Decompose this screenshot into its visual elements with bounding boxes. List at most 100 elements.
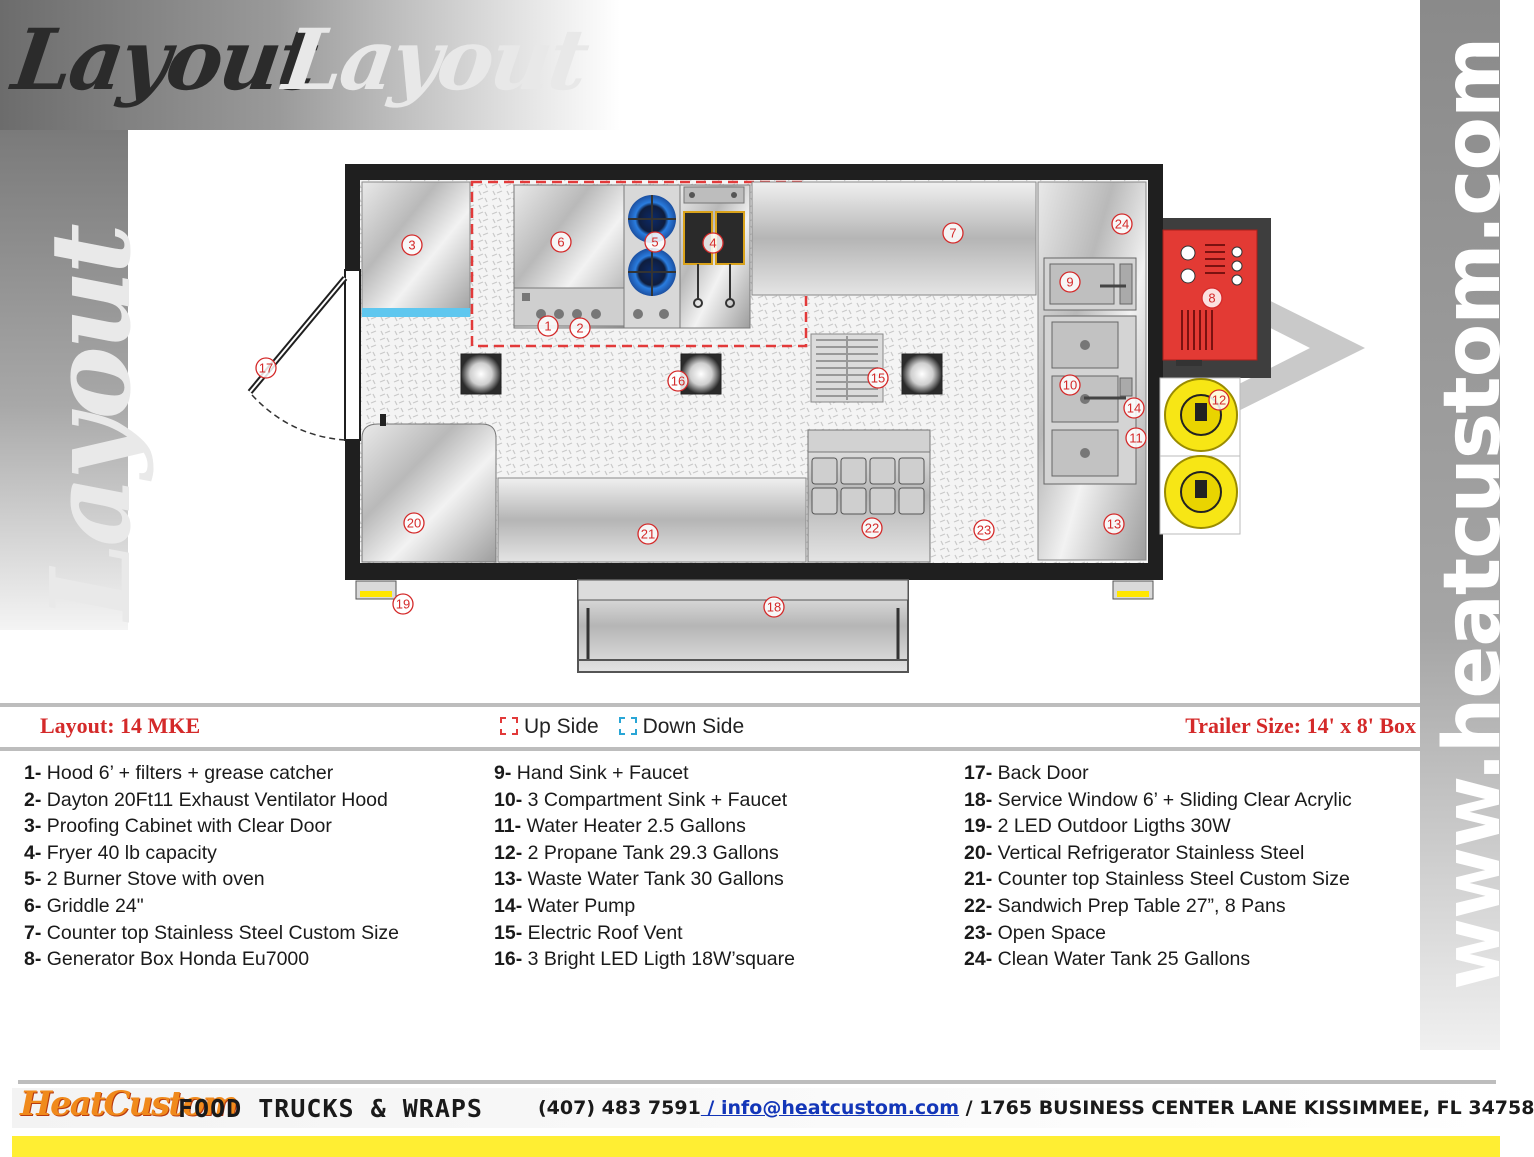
- proofing-cabinet-door: [362, 308, 470, 317]
- list-item: 7- Counter top Stainless Steel Custom Si…: [24, 921, 400, 944]
- counter-top-lower: [497, 477, 807, 563]
- list-item: 4- Fryer 40 lb capacity: [24, 841, 217, 864]
- up-side-swatch: [500, 717, 518, 735]
- footer-divider: [18, 1080, 1496, 1084]
- callout-18: 18: [763, 596, 785, 618]
- sandwich-prep-table: [807, 429, 931, 563]
- phone-number: (407) 483 7591: [538, 1097, 701, 1119]
- list-item: 14- Water Pump: [494, 894, 636, 917]
- layout-name: Layout: 14 MKE: [40, 713, 201, 738]
- led-light-2: [680, 353, 722, 395]
- list-item: 9- Hand Sink + Faucet: [494, 762, 689, 784]
- callout-22: 22: [861, 517, 883, 539]
- website-vertical: www.heatcustom.com: [1428, 37, 1518, 990]
- svg-text:1: 1: [544, 319, 551, 334]
- right-band: [1420, 0, 1500, 1050]
- down-side-swatch: [618, 717, 637, 735]
- list-item: 15- Electric Roof Vent: [494, 921, 683, 944]
- led-light-3: [901, 353, 943, 395]
- svg-text:9: 9: [1066, 275, 1073, 290]
- svg-text:7: 7: [949, 226, 956, 241]
- svg-text:23: 23: [977, 523, 991, 538]
- callout-11: 11: [1125, 427, 1147, 449]
- svg-text:10: 10: [1063, 378, 1077, 393]
- callout-2: 2: [569, 317, 591, 339]
- svg-text:15: 15: [871, 371, 885, 386]
- callout-8: 8: [1201, 287, 1223, 309]
- callout-14: 14: [1123, 397, 1145, 419]
- footer-accent-bar: [12, 1136, 1500, 1157]
- list-item: 12- 2 Propane Tank 29.3 Gallons: [494, 841, 779, 864]
- svg-text:11: 11: [1129, 431, 1143, 446]
- legend-up-label: Up Side: [524, 715, 599, 738]
- header-band: [0, 0, 620, 130]
- callout-17: 17: [255, 357, 277, 379]
- svg-text:4: 4: [709, 236, 716, 251]
- svg-text:12: 12: [1212, 393, 1226, 408]
- callout-1: 1: [537, 315, 559, 337]
- svg-text:19: 19: [396, 597, 410, 612]
- list-item: 20- Vertical Refrigerator Stainless Stee…: [964, 841, 1305, 864]
- items-column-3: 17- Back Door 18- Service Window 6’ + Sl…: [964, 760, 1424, 973]
- list-item: 5- 2 Burner Stove with oven: [24, 868, 265, 891]
- left-band: [0, 130, 128, 630]
- callout-21: 21: [637, 523, 659, 545]
- callout-6: 6: [550, 231, 572, 253]
- svg-text:17: 17: [259, 361, 273, 376]
- callout-10: 10: [1059, 374, 1081, 396]
- list-item: 8- Generator Box Honda Eu7000: [24, 948, 310, 971]
- svg-text:3: 3: [408, 238, 415, 253]
- callout-13: 13: [1103, 513, 1125, 535]
- svg-text:20: 20: [407, 516, 421, 531]
- info-bar: Layout: 14 MKE Up Side Down Side Trailer…: [0, 703, 1420, 751]
- list-item: 24- Clean Water Tank 25 Gallons: [964, 948, 1251, 971]
- list-item: 17- Back Door: [964, 762, 1089, 784]
- email-link[interactable]: info@heatcustom.com: [720, 1097, 960, 1119]
- svg-text:14: 14: [1127, 401, 1141, 416]
- callout-19: 19: [392, 593, 414, 615]
- list-item: 1- Hood 6’ + filters + grease catcher: [24, 762, 334, 784]
- svg-text:13: 13: [1107, 517, 1121, 532]
- callout-3: 3: [401, 234, 423, 256]
- svg-text:21: 21: [641, 527, 655, 542]
- svg-text:6: 6: [557, 235, 564, 250]
- footer: HeatCustom FOOD TRUCKS & WRAPS (407) 483…: [12, 1084, 1534, 1128]
- list-item: 3- Proofing Cabinet with Clear Door: [24, 815, 332, 838]
- svg-text:8: 8: [1208, 291, 1215, 306]
- counter-top-upper: [751, 181, 1037, 296]
- back-door-opening: [344, 269, 361, 441]
- legend-down-label: Down Side: [642, 715, 745, 738]
- callout-23: 23: [973, 519, 995, 541]
- callout-15: 15: [867, 367, 889, 389]
- svg-text:24: 24: [1115, 217, 1129, 232]
- svg-text:5: 5: [651, 235, 658, 250]
- callout-7: 7: [942, 222, 964, 244]
- callout-16: 16: [667, 370, 689, 392]
- list-item: 11- Water Heater 2.5 Gallons: [494, 815, 746, 838]
- callout-5: 5: [644, 231, 666, 253]
- items-column-1: 1- Hood 6’ + filters + grease catcher 2-…: [24, 760, 484, 973]
- list-item: 23- Open Space: [964, 921, 1107, 944]
- svg-text:16: 16: [671, 374, 685, 389]
- contact-info: (407) 483 7591 / info@heatcustom.com / 1…: [538, 1097, 1534, 1119]
- list-item: 6- Griddle 24": [24, 894, 144, 917]
- svg-text:18: 18: [767, 600, 781, 615]
- list-item: 13- Waste Water Tank 30 Gallons: [494, 868, 784, 891]
- generator-box: [1162, 218, 1271, 378]
- callout-24: 24: [1111, 213, 1133, 235]
- brand-logo: HeatCustom: [20, 1084, 239, 1124]
- brand-tagline: FOOD TRUCKS & WRAPS: [178, 1094, 483, 1123]
- service-window: [577, 579, 909, 673]
- vertical-refrigerator: [361, 423, 497, 563]
- callout-12: 12: [1208, 389, 1230, 411]
- callout-4: 4: [702, 232, 724, 254]
- led-light-1: [460, 353, 502, 395]
- items-column-2: 9- Hand Sink + Faucet 10- 3 Compartment …: [494, 760, 954, 973]
- trailer-size: Trailer Size: 14' x 8' Box: [1185, 713, 1416, 738]
- list-item: 16- 3 Bright LED Ligth 18W’square: [494, 948, 795, 971]
- list-item: 22- Sandwich Prep Table 27”, 8 Pans: [964, 894, 1286, 917]
- list-item: 18- Service Window 6’ + Sliding Clear Ac…: [964, 788, 1352, 811]
- callout-20: 20: [403, 512, 425, 534]
